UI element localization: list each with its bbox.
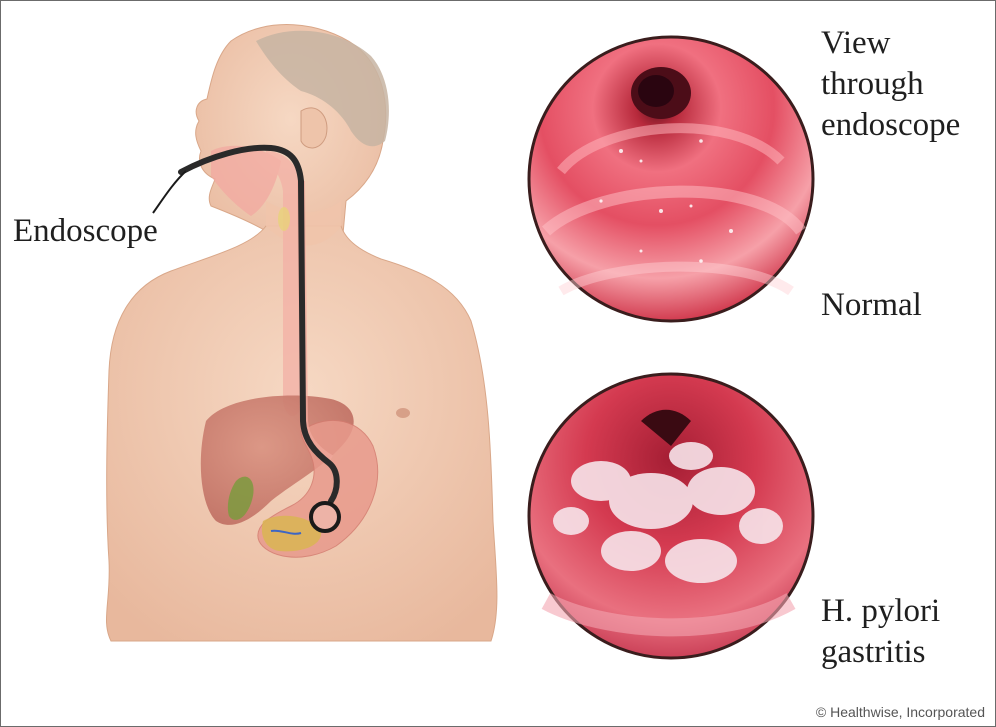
normal-view	[529, 37, 813, 321]
normal-label: Normal	[821, 285, 922, 326]
gastritis-view	[529, 374, 813, 658]
h-pylori-gastritis-label: H. pylori gastritis	[821, 591, 940, 673]
view-through-endoscope-label: View through endoscope	[821, 23, 960, 146]
copyright-credit: © Healthwise, Incorporated	[816, 704, 985, 720]
endoscope-label: Endoscope	[13, 211, 158, 252]
